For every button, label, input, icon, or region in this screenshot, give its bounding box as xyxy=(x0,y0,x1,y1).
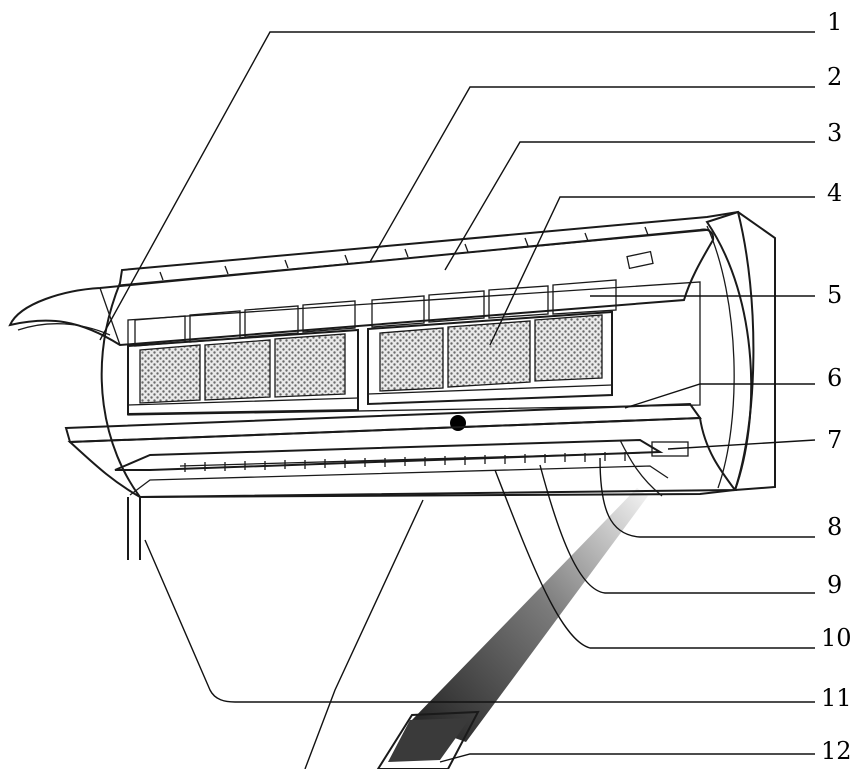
vertical-louvers-row xyxy=(179,452,641,467)
horizontal-louver xyxy=(114,438,664,471)
callout-10: 10 xyxy=(821,624,852,652)
callout-3: 3 xyxy=(827,119,842,147)
callout-8: 8 xyxy=(827,513,842,541)
air-filters xyxy=(139,314,603,404)
indoor-unit-body xyxy=(8,210,755,499)
infrared-beam xyxy=(410,488,648,742)
callout-1: 1 xyxy=(827,8,842,36)
leader-lines xyxy=(99,31,816,769)
front-panel xyxy=(8,228,715,347)
left-filter-frame xyxy=(127,328,359,416)
callout-2: 2 xyxy=(827,63,842,91)
callout-7: 7 xyxy=(827,426,842,454)
power-indicator xyxy=(450,415,466,431)
callout-9: 9 xyxy=(827,571,842,599)
piping xyxy=(127,497,141,560)
callout-12: 12 xyxy=(821,737,852,765)
vertical-louvers xyxy=(184,452,626,472)
callout-labels: 1 2 3 4 5 6 7 8 9 10 11 12 xyxy=(821,8,852,765)
remote-controller xyxy=(376,710,480,769)
callout-4: 4 xyxy=(827,179,842,207)
callout-6: 6 xyxy=(827,364,842,392)
callout-11: 11 xyxy=(821,684,852,712)
signal-receiver xyxy=(651,441,689,457)
right-filter-frame xyxy=(367,310,613,406)
display-strip xyxy=(64,402,702,444)
unit-side-panel xyxy=(705,210,776,492)
callout-5: 5 xyxy=(827,281,842,309)
